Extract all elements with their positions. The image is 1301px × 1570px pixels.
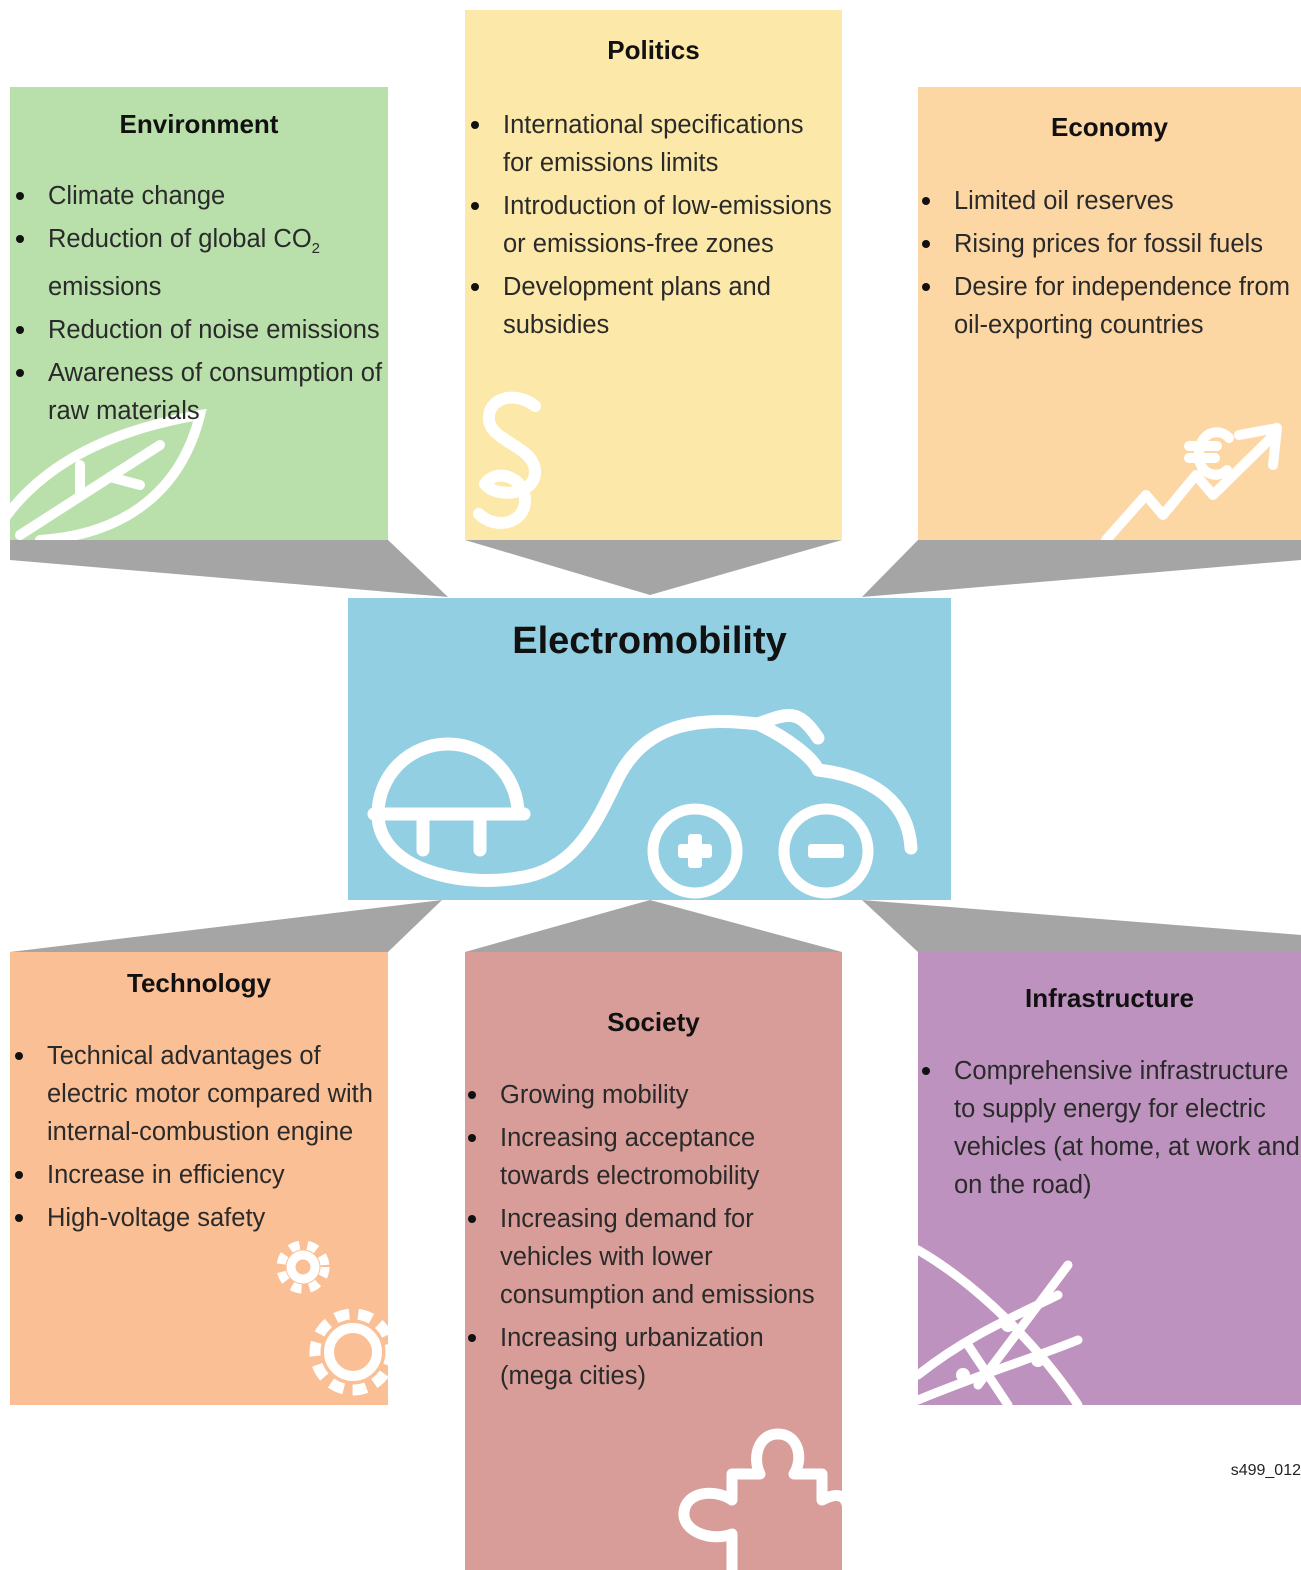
environment-title: Environment	[119, 109, 279, 139]
list-item: Development plans and subsidies	[471, 268, 837, 344]
plus-wheel	[647, 803, 743, 899]
list-item: Technical advantages of electric motor c…	[15, 1037, 385, 1151]
minus-wheel	[778, 803, 874, 899]
technology-title: Technology	[127, 968, 271, 998]
society-list: Growing mobility Increasing acceptance t…	[468, 1076, 842, 1400]
society-title: Society	[607, 1007, 700, 1037]
list-item: Introduction of low-emissions or emissio…	[471, 187, 837, 263]
environment-box: Environment Climate change Reduction of …	[10, 87, 388, 540]
politics-box: Politics International specifications fo…	[465, 10, 842, 540]
politics-list: International specifications for emissio…	[471, 106, 837, 349]
connector-infrastructure	[862, 900, 1301, 952]
technology-box: Technology Technical advantages of elect…	[10, 952, 388, 1405]
puzzle-icon	[678, 1428, 842, 1570]
connector-politics	[465, 540, 842, 595]
list-item: Comprehensive infrastructure to supply e…	[922, 1052, 1301, 1204]
co2-subscript: 2	[311, 240, 320, 258]
list-item: Awareness of consumption of raw material…	[16, 354, 388, 430]
economy-box: Economy Limited oil reserves Rising pric…	[918, 87, 1301, 540]
technology-list: Technical advantages of electric motor c…	[15, 1037, 385, 1242]
list-item: Rising prices for fossil fuels	[922, 225, 1301, 263]
figure-id: s499_012	[1230, 1462, 1301, 1479]
list-item: High-voltage safety	[15, 1199, 385, 1237]
list-item: Increasing urbanization (mega cities)	[468, 1319, 842, 1395]
electric-car-icon	[367, 708, 918, 899]
list-item: Desire for independence from oil-exporti…	[922, 268, 1301, 344]
list-item: Growing mobility	[468, 1076, 842, 1114]
electromobility-title: Electromobility	[512, 620, 787, 662]
leaf-icon	[10, 408, 207, 540]
economy-title: Economy	[1050, 112, 1169, 142]
connector-society	[465, 900, 842, 952]
connector-environment	[10, 540, 448, 597]
list-item: Climate change	[16, 177, 388, 215]
connector-economy	[862, 540, 1301, 597]
infrastructure-list: Comprehensive infrastructure to supply e…	[922, 1052, 1301, 1209]
electromobility-box: Electromobility	[348, 598, 951, 900]
list-item: Reduction of noise emissions	[16, 311, 388, 349]
network-icon	[918, 1245, 1083, 1405]
connector-technology	[10, 900, 442, 952]
paragraph-icon	[473, 391, 542, 529]
plug-icon	[371, 737, 525, 821]
euro-trend-icon	[1101, 423, 1282, 540]
economy-list: Limited oil reserves Rising prices for f…	[922, 182, 1301, 349]
society-box: Society Growing mobility Increasing acce…	[465, 952, 842, 1570]
politics-title: Politics	[607, 35, 700, 65]
list-item: Increasing acceptance towards electromob…	[468, 1119, 842, 1195]
gears-icon	[276, 1240, 388, 1396]
list-item: Limited oil reserves	[922, 182, 1301, 220]
infrastructure-title: Infrastructure	[1024, 983, 1195, 1013]
list-item: Increase in efficiency	[15, 1156, 385, 1194]
list-item: Increasing demand for vehicles with lowe…	[468, 1200, 842, 1314]
infrastructure-box: Infrastructure Comprehensive infrastruct…	[918, 952, 1301, 1405]
list-item: International specifications for emissio…	[471, 106, 837, 182]
